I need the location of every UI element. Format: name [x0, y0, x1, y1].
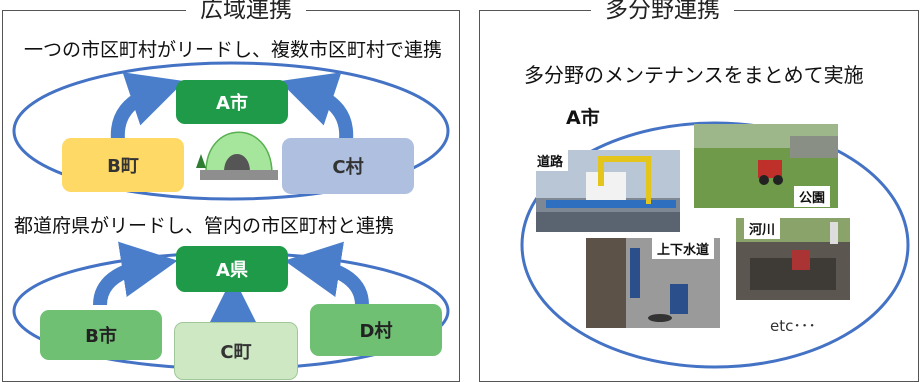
sewer-label: 上下水道: [652, 238, 715, 259]
node-a-prefecture: A県: [176, 246, 288, 292]
city-label: A市: [566, 107, 600, 129]
road-label: 道路: [532, 150, 569, 171]
bottom-arrow-right: [284, 241, 369, 306]
park-label: 公園: [794, 186, 831, 207]
city-ellipse: [520, 121, 910, 369]
wide-area-title: 広域連携: [186, 0, 306, 24]
tunnel-icon: [196, 131, 278, 180]
top-ellipse: [12, 61, 450, 201]
bottom-arrow-left: [93, 241, 178, 306]
top-arrow-left: [110, 72, 185, 141]
etc-label: etc･･･: [770, 317, 816, 335]
node-c-town: C町: [174, 322, 298, 380]
river-label: 河川: [744, 218, 781, 239]
caption-prefecture-lead: 都道府県がリードし、管内の市区町村と連携: [14, 215, 395, 237]
caption-municipal-lead: 一つの市区町村がリードし、複数市区町村で連携: [24, 39, 443, 61]
top-arrow-right: [279, 72, 354, 141]
park-photo: [694, 124, 838, 208]
node-b-city: B市: [40, 310, 162, 360]
node-b-town: B町: [62, 138, 184, 192]
node-d-village: D村: [310, 304, 442, 356]
node-c-village: C村: [282, 138, 414, 194]
node-a-city: A市: [176, 80, 288, 124]
caption-multi-field: 多分野のメンテナンスをまとめて実施: [524, 63, 864, 87]
multi-field-title: 多分野連携: [591, 0, 734, 24]
